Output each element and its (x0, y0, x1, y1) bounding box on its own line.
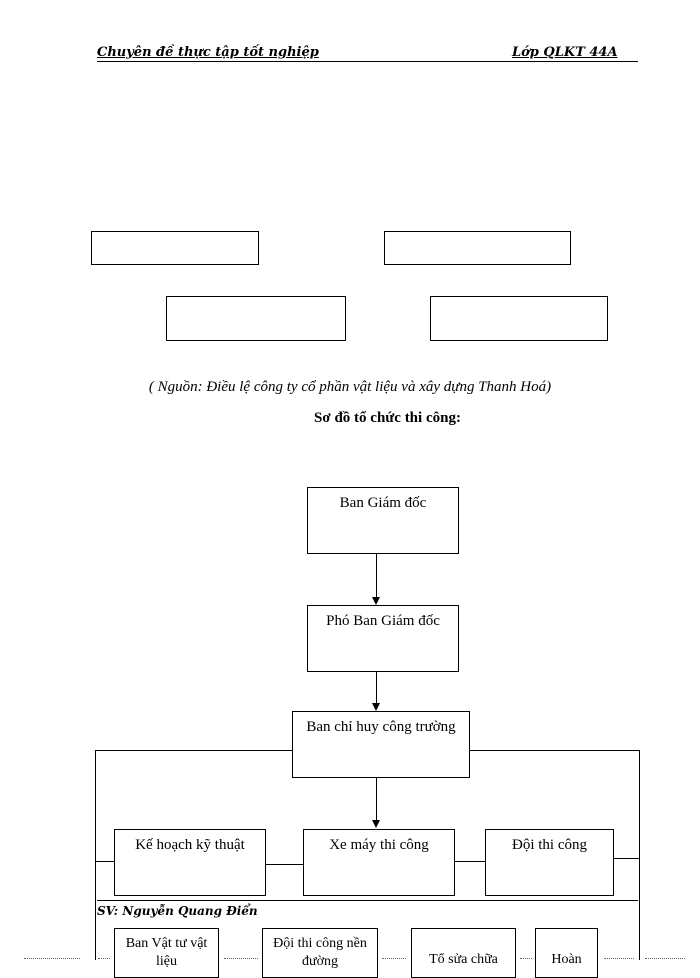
header-left: Chuyên đề thực tập tốt nghiệp (97, 45, 319, 60)
page-break-line (604, 958, 634, 960)
footer-student: SV: Nguyễn Quang Điển (97, 904, 258, 918)
connector (639, 750, 640, 960)
org-team-label: Đội thi công (512, 837, 587, 853)
org-repair-label: Tổ sửa chữa (429, 952, 498, 967)
org-site-command-label: Ban chỉ huy công trường (306, 719, 456, 735)
page-break-line (520, 958, 532, 960)
org-deputy-box: Phó Ban Giám đốc (307, 605, 459, 672)
page-break-line (98, 958, 110, 960)
connector (469, 750, 640, 751)
source-note: ( Nguồn: Điều lệ công ty cổ phần vật liệ… (148, 379, 552, 395)
empty-box-4 (430, 296, 608, 341)
connector (376, 554, 377, 599)
org-site-command-box: Ban chỉ huy công trường (292, 711, 470, 778)
org-machinery-label: Xe máy thi công (329, 837, 429, 853)
org-director-label: Ban Giám đốc (339, 495, 427, 511)
org-planning-box: Kế hoạch kỹ thuật (114, 829, 266, 896)
arrow-head (372, 703, 380, 711)
org-director-box: Ban Giám đốc (307, 487, 459, 554)
org-finish-label: Hoàn (551, 952, 582, 967)
arrow-head (372, 820, 380, 828)
org-machinery-box: Xe máy thi công (303, 829, 455, 896)
connector (455, 861, 485, 862)
connector (614, 858, 640, 859)
org-materials-box: Ban Vật tư vật liệu (114, 928, 219, 978)
page-break-line (645, 958, 685, 960)
empty-box-3 (166, 296, 346, 341)
empty-box-2 (384, 231, 571, 265)
arrow-head (372, 597, 380, 605)
org-materials-label: Ban Vật tư vật liệu (125, 936, 208, 969)
header-rule (97, 61, 638, 62)
page-break-line (382, 958, 406, 960)
connector (376, 672, 377, 705)
connector (95, 861, 114, 862)
org-repair-box: Tổ sửa chữa (411, 928, 516, 978)
org-roadbed-team-box: Đội thi công nền đường (262, 928, 378, 978)
org-roadbed-team-label: Đội thi công nền đường (273, 936, 367, 969)
page-break-line (24, 958, 80, 960)
empty-box-1 (91, 231, 259, 265)
connector (266, 864, 303, 865)
connector (376, 778, 377, 822)
org-deputy-label: Phó Ban Giám đốc (326, 613, 440, 629)
connector (95, 750, 96, 960)
org-finish-box: Hoàn (535, 928, 598, 978)
page-break-line (224, 958, 258, 960)
footer-rule (97, 900, 638, 901)
org-team-box: Đội thi công (485, 829, 614, 896)
org-planning-label: Kế hoạch kỹ thuật (135, 837, 245, 853)
connector (95, 750, 293, 751)
header-right: Lớp QLKT 44A (512, 45, 618, 60)
chart-title: Sơ đồ tổ chức thi công: (314, 410, 461, 426)
